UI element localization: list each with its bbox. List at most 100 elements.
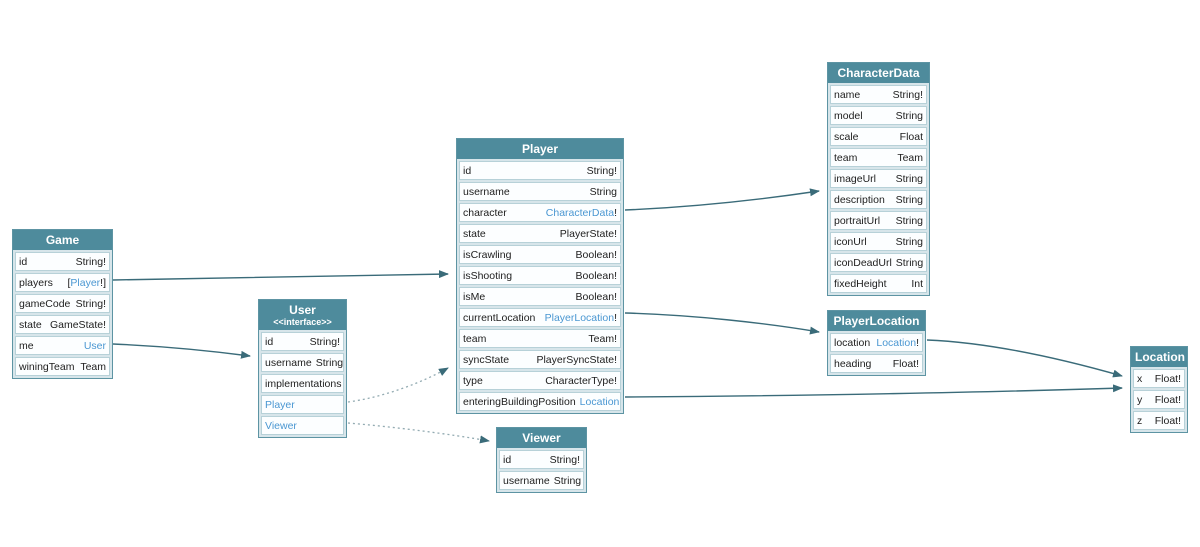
field-row: iconUrl String <box>830 232 927 251</box>
field-row: id String! <box>15 252 110 271</box>
field-type: Team <box>897 151 923 164</box>
type-header-playerlocation[interactable]: PlayerLocation <box>828 311 925 331</box>
field-list: id String! username String implementatio… <box>259 330 346 437</box>
field-type: Int <box>911 277 923 290</box>
field-type: String! <box>892 88 923 101</box>
field-type: Team! <box>588 332 617 345</box>
field-row: state GameState! <box>15 315 110 334</box>
type-link-playerlocation[interactable]: PlayerLocation <box>544 311 615 324</box>
field-name: syncState <box>463 353 510 366</box>
type-header-location[interactable]: Location <box>1131 347 1187 367</box>
type-header-characterdata[interactable]: CharacterData <box>828 63 929 83</box>
field-list: id String! players [Player!] gameCode St… <box>13 250 112 378</box>
edge-user-viewer-implementation <box>347 422 490 444</box>
type-header-viewer[interactable]: Viewer <box>497 428 586 448</box>
type-title: Game <box>45 233 80 247</box>
field-name: x <box>1137 372 1143 385</box>
type-header-user[interactable]: User <<interface>> <box>259 300 346 330</box>
field-name: isMe <box>463 290 486 303</box>
field-row: username String <box>459 182 621 201</box>
type-header-game[interactable]: Game <box>13 230 112 250</box>
implementation-row: Viewer <box>261 416 344 435</box>
field-type: String <box>895 172 923 185</box>
type-header-player[interactable]: Player <box>457 139 623 159</box>
field-row: syncState PlayerSyncState! <box>459 350 621 369</box>
type-node-location: Location x Float! y Float! z Float! <box>1130 346 1188 433</box>
field-row: isCrawling Boolean! <box>459 245 621 264</box>
edge-player-character-to-characterdata <box>624 188 820 211</box>
type-title: CharacterData <box>837 66 920 80</box>
field-type: [Player!] <box>67 276 106 289</box>
field-list: location Location! heading Float! <box>828 331 925 375</box>
field-row: id String! <box>499 450 584 469</box>
field-name: isShooting <box>463 269 513 282</box>
edge-playerlocation-location-to-location <box>926 339 1123 378</box>
field-name: gameCode <box>19 297 71 310</box>
field-type: PlayerSyncState! <box>536 353 617 366</box>
field-type: Float! <box>1154 393 1181 406</box>
edge-player-enteringbuildingposition-to-location <box>624 384 1123 398</box>
field-row: iconDeadUrl String <box>830 253 927 272</box>
field-name: description <box>834 193 885 206</box>
field-name: team <box>463 332 487 345</box>
field-row: y Float! <box>1133 390 1185 409</box>
field-row: winingTeam Team <box>15 357 110 376</box>
field-row: x Float! <box>1133 369 1185 388</box>
edge-user-player-implementation <box>347 367 449 403</box>
field-row: team Team <box>830 148 927 167</box>
field-name: enteringBuildingPosition <box>463 395 576 408</box>
field-list: x Float! y Float! z Float! <box>1131 367 1187 432</box>
type-link-characterdata[interactable]: CharacterData <box>545 206 615 219</box>
field-name: id <box>463 164 472 177</box>
field-type: CharacterType! <box>545 374 617 387</box>
field-name: imageUrl <box>834 172 877 185</box>
field-type: String <box>315 356 344 369</box>
type-node-characterdata: CharacterData name String! model String … <box>827 62 930 296</box>
field-name: id <box>503 453 512 466</box>
field-type: Location! <box>876 336 919 349</box>
type-title: Viewer <box>522 431 561 445</box>
type-title: Location <box>1135 350 1185 364</box>
field-row: imageUrl String <box>830 169 927 188</box>
field-row: character CharacterData! <box>459 203 621 222</box>
field-type: String <box>895 193 923 206</box>
type-title: User <box>289 303 316 317</box>
type-link-location[interactable]: Location <box>876 336 917 349</box>
field-name: fixedHeight <box>834 277 887 290</box>
field-row: description String <box>830 190 927 209</box>
field-type: PlayerState! <box>559 227 617 240</box>
type-link-location[interactable]: Location <box>579 395 620 408</box>
type-node-playerlocation: PlayerLocation location Location! headin… <box>827 310 926 376</box>
field-row: id String! <box>459 161 621 180</box>
field-type: Boolean! <box>575 290 617 303</box>
field-row: name String! <box>830 85 927 104</box>
field-name: z <box>1137 414 1143 427</box>
field-row: currentLocation PlayerLocation! <box>459 308 621 327</box>
type-link-viewer[interactable]: Viewer <box>265 419 297 432</box>
field-name: username <box>463 185 510 198</box>
field-type: String! <box>549 453 580 466</box>
field-name: model <box>834 109 863 122</box>
field-name: username <box>503 474 550 487</box>
field-type: Boolean! <box>575 248 617 261</box>
field-name: state <box>463 227 486 240</box>
type-link-user[interactable]: User <box>83 339 106 352</box>
field-name: players <box>19 276 53 289</box>
type-link-player[interactable]: Player <box>265 398 295 411</box>
type-node-game: Game id String! players [Player!] gameCo… <box>12 229 113 379</box>
field-type: Boolean! <box>575 269 617 282</box>
field-name: username <box>265 356 312 369</box>
field-name: location <box>834 336 871 349</box>
field-type: Float! <box>1154 372 1181 385</box>
field-name: id <box>19 255 28 268</box>
field-list: name String! model String scale Float te… <box>828 83 929 295</box>
type-link-player[interactable]: Player <box>70 276 101 289</box>
type-node-player: Player id String! username String charac… <box>456 138 624 414</box>
field-row: location Location! <box>830 333 923 352</box>
field-name: portraitUrl <box>834 214 881 227</box>
field-row: state PlayerState! <box>459 224 621 243</box>
edge-game-me-to-user <box>112 343 251 359</box>
field-row: gameCode String! <box>15 294 110 313</box>
field-name: currentLocation <box>463 311 536 324</box>
edge-player-currentlocation-to-playerlocation <box>624 312 820 335</box>
